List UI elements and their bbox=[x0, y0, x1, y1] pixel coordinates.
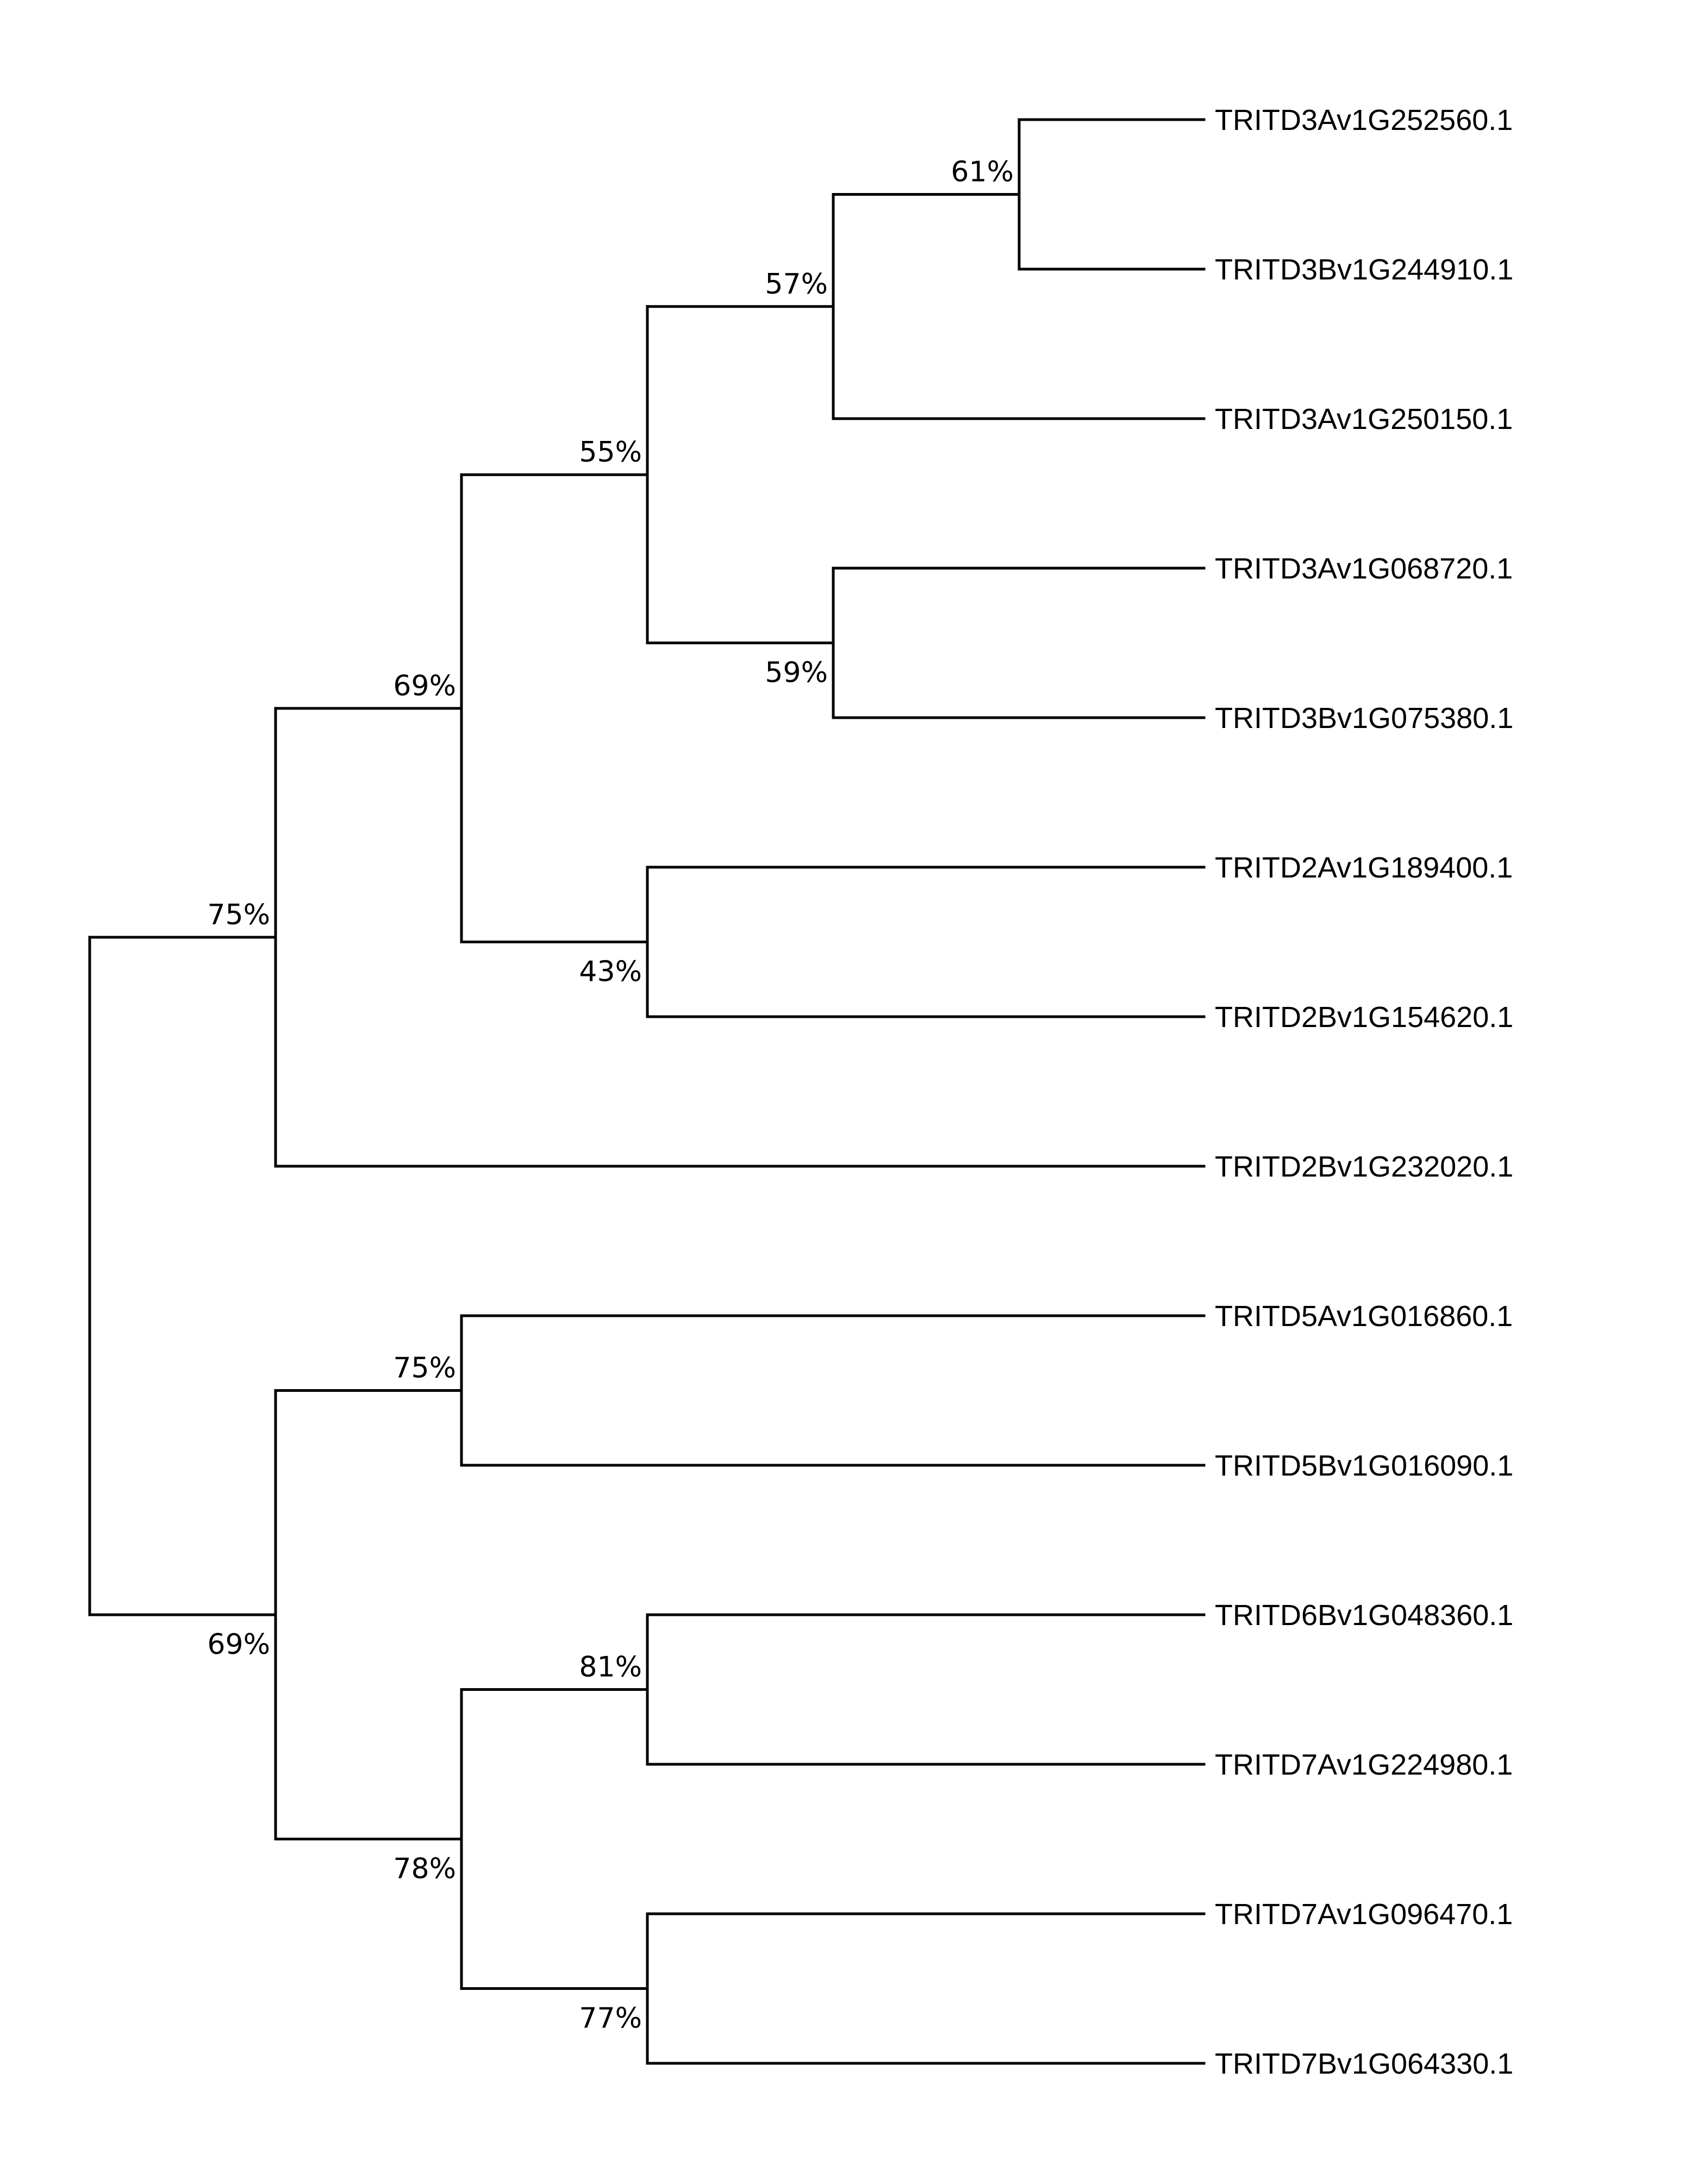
leaf-label: TRITD5Bv1G016090.1 bbox=[1215, 1449, 1513, 1482]
support-value: 59% bbox=[765, 657, 828, 689]
support-value: 75% bbox=[207, 899, 270, 931]
support-value: 61% bbox=[951, 156, 1014, 189]
leaf-label: TRITD5Av1G016860.1 bbox=[1215, 1300, 1513, 1333]
leaf-label: TRITD2Bv1G232020.1 bbox=[1215, 1150, 1513, 1183]
support-value: 77% bbox=[579, 2002, 642, 2035]
support-value: 69% bbox=[207, 1628, 270, 1661]
tree-branches bbox=[88, 118, 1206, 2065]
leaf-label: TRITD2Av1G189400.1 bbox=[1215, 851, 1513, 884]
leaf-labels: TRITD3Av1G252560.1TRITD3Bv1G244910.1TRIT… bbox=[1215, 104, 1513, 2080]
leaf-label: TRITD7Av1G224980.1 bbox=[1215, 1749, 1513, 1781]
leaf-label: TRITD3Bv1G075380.1 bbox=[1215, 702, 1513, 735]
support-value: 69% bbox=[393, 670, 456, 702]
support-value: 43% bbox=[579, 956, 642, 988]
leaf-label: TRITD3Av1G250150.1 bbox=[1215, 403, 1513, 435]
leaf-label: TRITD3Av1G068720.1 bbox=[1215, 552, 1513, 585]
support-value: 55% bbox=[579, 436, 642, 469]
leaf-label: TRITD7Bv1G064330.1 bbox=[1215, 2048, 1513, 2080]
leaf-label: TRITD6Bv1G048360.1 bbox=[1215, 1599, 1513, 1632]
support-value: 57% bbox=[765, 268, 828, 301]
leaf-label: TRITD7Av1G096470.1 bbox=[1215, 1898, 1513, 1931]
support-values: 75% 69% 55% 57% 61% 59% 43% 69% 75% 78% 81% 77% bbox=[207, 156, 1014, 2035]
leaf-label: TRITD3Av1G252560.1 bbox=[1215, 104, 1513, 136]
leaf-label: TRITD2Bv1G154620.1 bbox=[1215, 1001, 1513, 1034]
support-value: 75% bbox=[393, 1352, 456, 1385]
support-value: 81% bbox=[579, 1651, 642, 1684]
leaf-label: TRITD3Bv1G244910.1 bbox=[1215, 253, 1513, 286]
support-value: 78% bbox=[393, 1853, 456, 1886]
